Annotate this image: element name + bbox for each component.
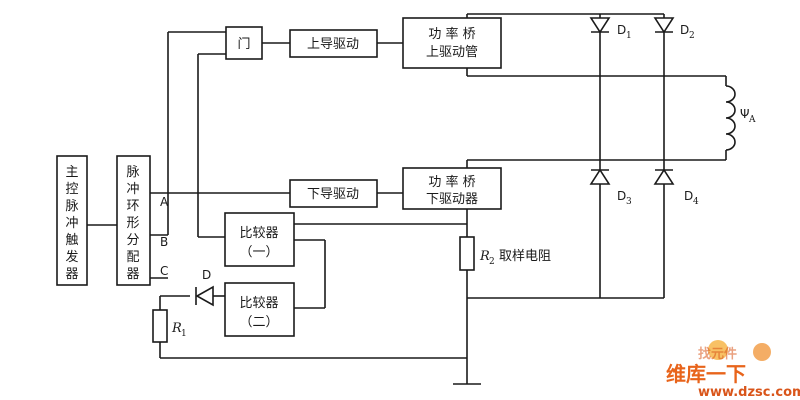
comparator-2-label-2: （二） (239, 315, 278, 330)
svg-text:R: R (479, 249, 490, 264)
svg-text:1: 1 (181, 329, 187, 339)
svg-text:控: 控 (65, 182, 78, 197)
svg-text:3: 3 (626, 197, 632, 207)
diode-d-label: D (202, 268, 211, 282)
wires (87, 13, 727, 385)
svg-text:脉: 脉 (126, 165, 139, 180)
main-trigger-label: 主 控 脉 冲 触 发 器 (65, 165, 78, 282)
watermark: 找元件 维库一下 www.dzsc.com (666, 340, 800, 400)
upper-drive-label: 上导驱动 (307, 37, 359, 52)
comparator-2-label-1: 比较器 (239, 296, 278, 311)
upper-bridge-label-2: 上驱动管 (426, 45, 478, 60)
svg-text:2: 2 (689, 31, 695, 41)
svg-text:D: D (680, 23, 689, 37)
svg-text:环: 环 (126, 199, 139, 214)
gate-block (225, 26, 263, 60)
diode-d2-label: D 2 (680, 23, 695, 41)
svg-text:4: 4 (693, 197, 699, 207)
upper-bridge-label-1: 功 率 桥 (428, 26, 475, 42)
svg-text:触: 触 (65, 233, 78, 248)
diode-d4-label: D 4 (684, 189, 699, 207)
gate-label: 门 (237, 37, 250, 52)
svg-text:1: 1 (626, 31, 632, 41)
upper-bridge-block (402, 17, 502, 69)
diode-d2-symbol (653, 17, 675, 34)
svg-text:Ψ: Ψ (740, 107, 749, 121)
coil-label: Ψ A (740, 107, 756, 125)
svg-text:D: D (617, 23, 626, 37)
lower-bridge-label-1: 功 率 桥 (428, 174, 475, 190)
svg-text:D: D (617, 189, 626, 203)
svg-text:发: 发 (65, 249, 78, 265)
comparator-1-label-2: （一） (239, 245, 278, 260)
resistor-r1 (152, 309, 168, 343)
svg-text:脉: 脉 (65, 199, 78, 214)
svg-text:D: D (684, 189, 693, 203)
svg-text:器: 器 (126, 267, 139, 282)
port-b-label: B (160, 235, 168, 249)
lower-bridge-label-2: 下驱动器 (426, 192, 478, 207)
svg-text:找元件: 找元件 (698, 346, 737, 362)
svg-text:取样电阻: 取样电阻 (499, 249, 551, 264)
diode-d1-symbol (589, 17, 611, 34)
main-trigger-block (56, 155, 88, 286)
diode-d1-label: D 1 (617, 23, 632, 41)
svg-text:R: R (171, 321, 182, 336)
svg-text:维库一下: 维库一下 (666, 362, 746, 386)
lower-bridge-block (402, 167, 502, 210)
diode-d4-symbol (653, 168, 675, 185)
comparator-1-block (224, 212, 295, 267)
svg-text:www.dzsc.com: www.dzsc.com (698, 385, 800, 400)
lower-drive-label: 下导驱动 (307, 187, 359, 202)
lower-drive-block (289, 179, 378, 208)
comparator-1-label-1: 比较器 (239, 226, 278, 241)
diode-d3-symbol (589, 168, 611, 185)
watermark-mascot-icon (708, 340, 728, 360)
svg-text:主: 主 (65, 165, 78, 180)
diode-d3-label: D 3 (617, 189, 632, 207)
ring-distributor-label: 脉 冲 环 形 分 配 器 (126, 165, 139, 282)
svg-text:配: 配 (126, 250, 139, 265)
port-a-label: A (160, 195, 169, 209)
diode-d-symbol (195, 285, 214, 307)
svg-text:2: 2 (489, 257, 495, 267)
resistor-r2 (459, 236, 475, 271)
comparator-2-block (224, 282, 295, 337)
resistor-r2-label: R 2 取样电阻 (479, 249, 551, 267)
svg-text:形: 形 (126, 216, 139, 231)
svg-text:冲: 冲 (65, 216, 78, 231)
upper-drive-block (289, 29, 378, 58)
coil-inductor (725, 85, 736, 151)
svg-text:A: A (748, 115, 756, 125)
port-c-label: C (160, 264, 168, 278)
svg-text:器: 器 (65, 267, 78, 282)
watermark-mascot-icon-2 (753, 343, 771, 361)
ring-distributor-block (116, 155, 151, 286)
svg-text:分: 分 (126, 233, 139, 248)
resistor-r1-label: R 1 (171, 321, 187, 339)
svg-text:冲: 冲 (126, 182, 139, 197)
